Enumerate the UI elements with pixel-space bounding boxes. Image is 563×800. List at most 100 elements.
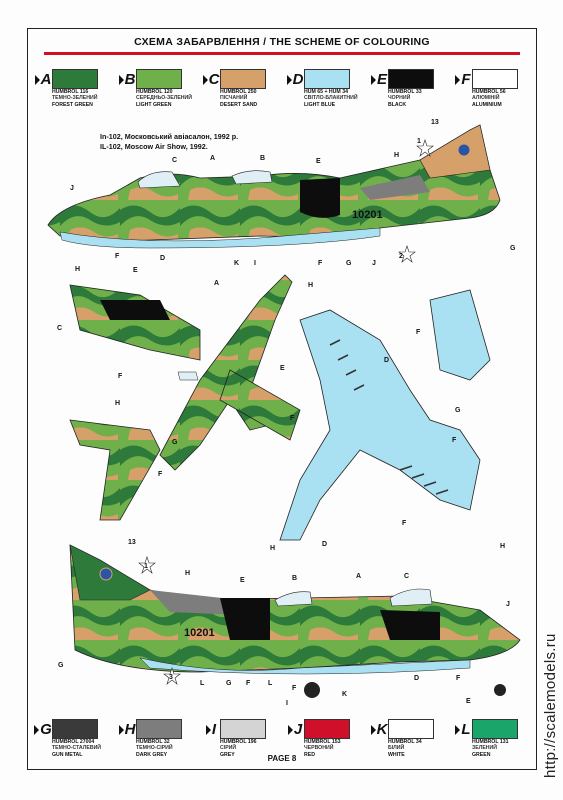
decal-13-bottom-label: 13 [128, 539, 136, 546]
swatch-name-uk: ЧЕРВОНИЙ [304, 745, 334, 752]
swatch-paint-code: HUMBROL 34 [388, 739, 422, 745]
caption-line-uk: In-102, Московський авіасалон, 1992 р. [100, 132, 239, 141]
callout: D [160, 255, 165, 262]
callout: I [286, 700, 288, 707]
callout: G [346, 260, 352, 267]
decal-star-3 [163, 667, 181, 685]
callout: H [394, 152, 399, 159]
decal-2-label: 2 [399, 253, 403, 260]
tail-grey-top [360, 175, 430, 200]
callout: D [414, 675, 419, 682]
belly-blue-top [59, 227, 381, 249]
callout: G [226, 680, 232, 687]
pylons-lower [329, 339, 449, 495]
swatch-name-uk: БІЛИЙ [388, 745, 405, 752]
swatch-name-uk: СВІТЛО-БЛАКИТНИЙ [304, 95, 358, 102]
callout: E [240, 577, 245, 584]
callout: F [452, 437, 457, 444]
callout: C [57, 325, 62, 332]
callout: L [200, 680, 205, 687]
swatch-name-uk: СІРИЙ [220, 745, 237, 752]
callout: E [280, 365, 285, 372]
swatch-name-uk: ПІСЧАНИЙ [220, 95, 248, 102]
swatch-paint-code: HUMBROL 250 [220, 89, 257, 95]
swatch-paint-code: HUMBROL 56 [472, 89, 506, 95]
swatch-name-uk: ЗЕЛЕНИЙ [472, 745, 498, 752]
right-wing-plan [219, 369, 301, 441]
black-panel-top [300, 178, 340, 218]
swatch-letter: I [202, 721, 220, 738]
callout: J [506, 601, 510, 608]
swatch-chip [388, 719, 434, 739]
callout: F [290, 415, 295, 422]
side-view-bottom: 10201 1 3 13 [69, 539, 521, 698]
swatch-chip [220, 69, 266, 89]
swatch-chip [136, 719, 182, 739]
swatch-name-uk: ТЕМНО-СІРИЙ [136, 745, 173, 752]
swatch-name-en: WHITE [388, 751, 405, 758]
callout: E [466, 698, 471, 705]
plan-view-lower [279, 289, 491, 541]
swatch-name-en: GUN METAL [52, 751, 83, 758]
swatch-letter: L [454, 721, 472, 738]
swatch-name-en: GREY [220, 751, 235, 758]
swatch-letter: A [34, 71, 52, 88]
callout: H [185, 570, 190, 577]
swatch-chip [220, 719, 266, 739]
callout: F [318, 260, 323, 267]
swatch-name-en: BLACK [388, 101, 407, 108]
callout: H [308, 282, 313, 289]
callout: G [172, 439, 178, 446]
decal-1-bottom-label: 1 [144, 563, 148, 570]
watermark: http://scalemodels.ru [540, 480, 560, 780]
tail-grey-bottom [150, 590, 240, 615]
callout: E [133, 267, 138, 274]
swatch-name-uk: ТЕМНО-ЗЕЛЕНИЙ [52, 95, 98, 102]
callout: K [342, 691, 347, 698]
swatch-chip [388, 69, 434, 89]
callout: H [75, 266, 80, 273]
page-title: СХЕМА ЗАБАРВЛЕННЯ / THE SCHEME OF COLOUR… [134, 36, 430, 48]
swatch-letter: C [202, 71, 220, 88]
callout: G [58, 662, 64, 669]
wing-black-patch [100, 300, 170, 320]
fuselage-bottom [69, 544, 521, 673]
callout: B [292, 575, 297, 582]
decal-star-1-bottom [138, 556, 156, 574]
swatch-letter: F [454, 71, 472, 88]
swatch-name-uk: СЕРЕДНЬО-ЗЕЛЕНИЙ [136, 95, 193, 102]
callout: H [500, 543, 505, 550]
swatch-letter: E [370, 71, 388, 88]
left-wing-plan [69, 284, 201, 361]
canopy-plan [177, 371, 199, 381]
black-panel-bottom [220, 598, 270, 640]
swatch-name-en: GREEN [472, 751, 491, 758]
swatch-chip [52, 69, 98, 89]
swatch-name-en: RED [304, 751, 315, 758]
decal-star-2 [398, 245, 416, 263]
swatch-chip [52, 719, 98, 739]
swatch-name-en: FOREST GREEN [52, 101, 93, 108]
decal-3-label: 3 [169, 674, 173, 681]
callout: J [372, 260, 376, 267]
swatch-chip [136, 69, 182, 89]
callout: B [260, 155, 265, 162]
swatch-chip [304, 719, 350, 739]
swatch-paint-code: HUMBROL 27004 [52, 739, 95, 745]
rear-canopy-bottom [274, 591, 313, 607]
callout: F [416, 329, 421, 336]
callout: F [292, 685, 297, 692]
callout: H [115, 400, 120, 407]
main-wheel-bottom [304, 682, 320, 698]
roundel-bottom [99, 567, 113, 581]
swatch-chip [472, 719, 518, 739]
canopy-bottom [389, 588, 433, 607]
